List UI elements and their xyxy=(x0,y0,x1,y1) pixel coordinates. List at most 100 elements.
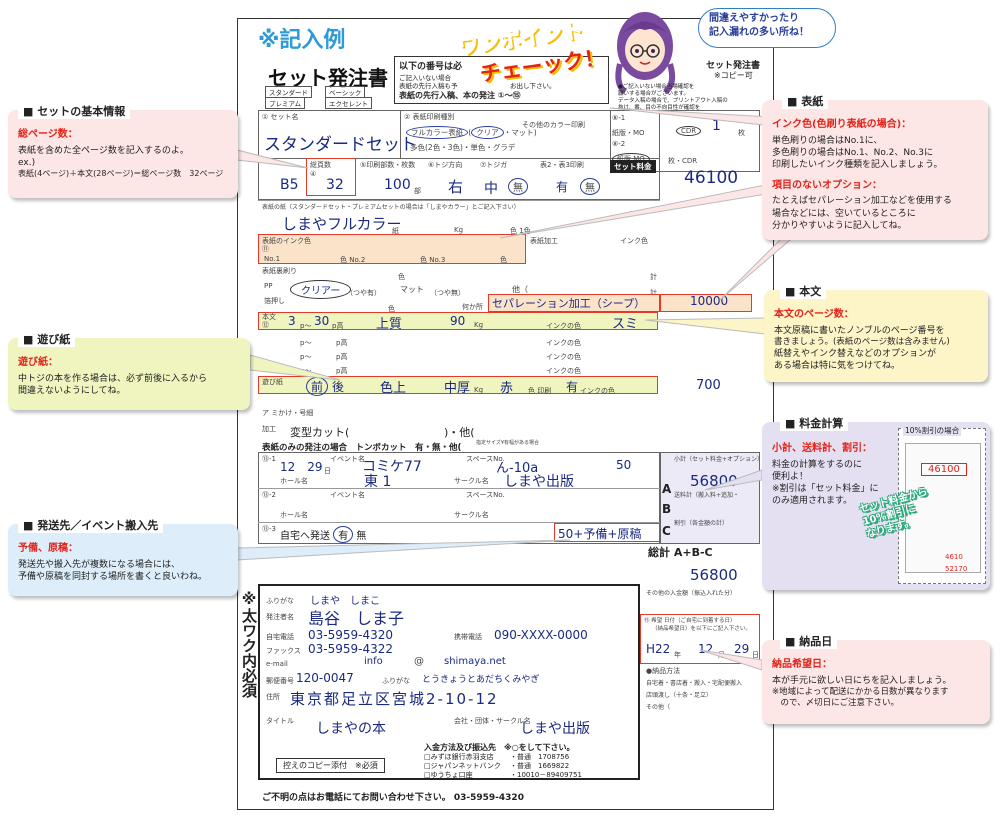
ship-charge-label: その他の入金額（振込入れた分） xyxy=(646,590,737,597)
body-ink-value[interactable]: スミ xyxy=(612,317,639,332)
separation-value[interactable]: セパレーション加工（シープ） xyxy=(492,297,646,310)
separation-highlight xyxy=(488,294,660,312)
ev2-space-label: スペースNo. xyxy=(466,491,505,499)
kaku-ari[interactable]: 有 xyxy=(556,180,569,194)
home-ari[interactable]: 有 xyxy=(333,526,354,543)
body-kg[interactable]: 90 xyxy=(450,314,466,328)
ink-color-highlight xyxy=(258,234,526,264)
size-value[interactable]: B5 xyxy=(280,177,299,193)
callout-delivery-title: ■ 納品日 xyxy=(780,633,838,649)
callout-delivery: 納品希望日： 本が手元に欲しい日にちを記入しましょう。 ※地域によって配送にかか… xyxy=(762,640,990,724)
tonbo-value[interactable]: 中 xyxy=(484,181,498,197)
label-c: C xyxy=(662,524,671,538)
divider xyxy=(400,110,401,158)
bank2: □ジャパンネットバンク xyxy=(424,762,501,770)
cover-other-label: その他のカラー印刷 xyxy=(522,121,585,129)
kaku-label: 表2・表3印刷 xyxy=(540,161,584,169)
cover-paper-label: 表紙の紙（スタンダードセット・プレミアムセットの場合は「しまやカラー」とご記入下… xyxy=(262,204,520,211)
furigana-value[interactable]: しまや しまこ xyxy=(310,596,380,607)
delivery-day[interactable]: 29 xyxy=(734,642,750,656)
ink-color-label: インク色 xyxy=(620,237,648,245)
endpaper-ari[interactable]: 有 xyxy=(566,380,579,394)
circle-label: サークル名 xyxy=(454,477,489,485)
method1: 自宅着・書店着・搬入・宅配便搬入 xyxy=(646,680,743,687)
fax-value[interactable]: 03-5959-4322 xyxy=(308,642,394,656)
email-label: e-mail xyxy=(266,660,288,668)
endpaper-highlight xyxy=(258,376,658,394)
space-qty[interactable]: 50 xyxy=(616,458,632,472)
endpaper-ink[interactable]: 赤 xyxy=(500,381,514,396)
delivery-year[interactable]: H22 xyxy=(646,642,671,656)
divider xyxy=(258,158,660,159)
body-p-start[interactable]: 3 xyxy=(288,314,296,328)
ev-date[interactable]: 12 29 xyxy=(280,460,323,474)
body-p-to: p〜 xyxy=(300,322,312,330)
zip-value[interactable]: 120-0047 xyxy=(296,671,354,685)
row-divider xyxy=(258,488,660,489)
callout-body-line: 本文原稿に書いたノンブルのページ番号を xyxy=(774,325,945,336)
circle-value[interactable]: しまや出版 xyxy=(504,474,574,490)
body-paper[interactable]: 上質 xyxy=(376,317,403,332)
set-price-value[interactable]: 46100 xyxy=(684,168,739,188)
foil-label: 箔押し xyxy=(264,297,285,305)
method2: 店頭渡し（十条・足立） xyxy=(646,692,713,699)
fax-label: ファックス xyxy=(266,647,301,655)
callout-price-line: のみ適用されます。 xyxy=(772,495,853,506)
total-label-text: 総計 xyxy=(648,546,670,559)
subtotal-value[interactable]: 56800 xyxy=(690,472,738,490)
footer-text: ご不明の点はお電話にてお問い合わせ下さい。 03-5959-4320 xyxy=(262,793,524,803)
tonbo-mu: 無 xyxy=(508,178,528,195)
delivery-label: ⑮ 希望 日付（ご自宅に到着する日） xyxy=(644,618,736,624)
cover-only-label: 表紙のみの発注の場合 トンボカット 有・無・他( xyxy=(262,443,462,453)
body-p-end[interactable]: 30 xyxy=(314,314,330,328)
pp-clear[interactable]: クリアー xyxy=(290,280,352,299)
email-user[interactable]: info xyxy=(364,656,383,667)
total-value[interactable]: 56800 xyxy=(690,566,738,584)
endpaper-ato[interactable]: 後 xyxy=(332,380,345,394)
callout-endpaper-line: 間違えないようにしてね。 xyxy=(18,385,126,396)
tel-value[interactable]: 03-5959-4320 xyxy=(308,628,394,642)
total-pages-value[interactable]: 32 xyxy=(326,177,344,193)
hall-label: ホール名 xyxy=(280,477,308,485)
name-label: 発注者名 xyxy=(266,613,294,621)
addr-furi[interactable]: とうきょうとあだちくみやぎ xyxy=(422,675,540,685)
name-value[interactable]: 島谷 しま子 xyxy=(308,609,405,628)
total-pages-num: ④ xyxy=(310,170,317,178)
ev-name[interactable]: コミケ77 xyxy=(362,459,422,475)
right-title: セット発注書 xyxy=(706,61,761,71)
separation-price[interactable]: 10000 xyxy=(690,294,729,308)
kako-other[interactable]: )・他( xyxy=(444,426,475,439)
callout-delivery-line: ※地域によって配送にかかる日数が異なります xyxy=(772,686,949,697)
kaku-nashi: 無 xyxy=(580,178,600,195)
home-qty[interactable]: 50+予備+原稿 xyxy=(558,527,642,541)
home-mu[interactable]: 無 xyxy=(356,531,367,542)
total-label: 総計 A+B-C xyxy=(648,544,713,560)
kako-value[interactable]: 変型カット( xyxy=(290,426,350,439)
c2-label: ⑧-2 xyxy=(612,140,626,148)
set-name-value[interactable]: スタンダードセット xyxy=(264,135,417,155)
email-domain[interactable]: shimaya.net xyxy=(444,656,506,667)
ink3-label: 色 No.3 xyxy=(420,256,446,264)
cover-kg-unit: Kg xyxy=(454,226,464,234)
endpaper-paper[interactable]: 中厚 xyxy=(444,381,471,396)
endpaper-mae[interactable]: 前 xyxy=(306,377,329,396)
cover-paper-value[interactable]: しまやフルカラー xyxy=(282,215,402,233)
delivery-month[interactable]: 12 xyxy=(698,642,714,656)
method3: その他（ xyxy=(646,704,671,711)
company-value[interactable]: しまや出版 xyxy=(520,721,590,737)
plan-premium: プレミアム xyxy=(265,97,306,109)
body-row4-high: p高 xyxy=(336,367,348,375)
callout-ship-line: 予備や原稿を同封する場所を書くと良いわね。 xyxy=(18,571,208,582)
endpaper-color[interactable]: 色上 xyxy=(380,381,407,396)
binding-value[interactable]: 右 xyxy=(448,178,464,196)
body-row2-ink: インクの色 xyxy=(546,339,581,347)
c1-count[interactable]: 1 xyxy=(712,118,721,134)
book-value[interactable]: しまやの本 xyxy=(316,721,386,737)
endpaper-price[interactable]: 700 xyxy=(696,378,721,393)
hall-value[interactable]: 東 1 xyxy=(364,474,392,490)
address-value[interactable]: 東京都足立区宮城2-10-12 xyxy=(290,690,499,708)
callout-body-line: 書きましょう。(表紙のページ数は含みません) xyxy=(774,336,950,347)
space-value[interactable]: ん-10a xyxy=(496,461,539,476)
mobile-value[interactable]: 090-XXXX-0000 xyxy=(494,628,588,642)
copies-value[interactable]: 100 xyxy=(384,177,411,193)
